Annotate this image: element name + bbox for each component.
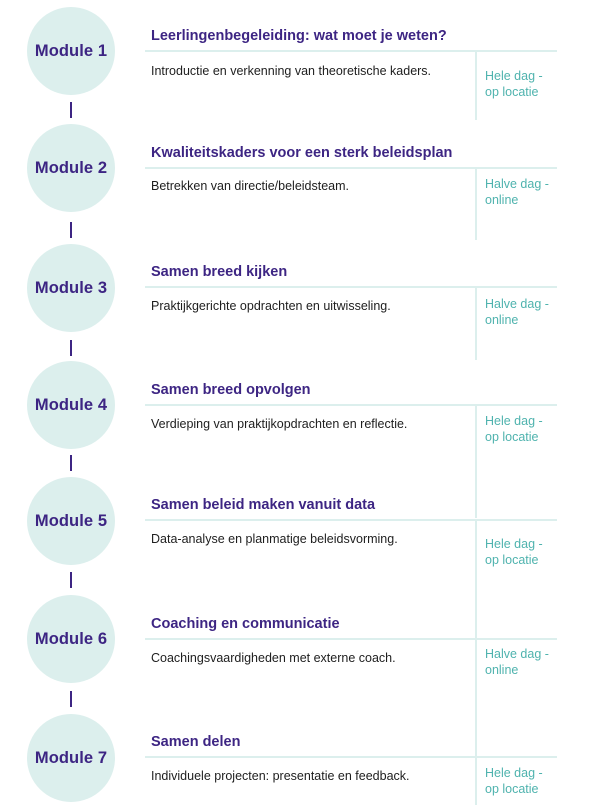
column-divider bbox=[475, 406, 477, 518]
module-description: Betrekken van directie/beleidsteam. bbox=[151, 179, 350, 193]
module-format: Hele dag - op locatie bbox=[485, 68, 555, 100]
module-label: Module 2 bbox=[34, 158, 108, 177]
module-description: Data-analyse en planmatige beleidsvormin… bbox=[151, 532, 398, 546]
module-title: Kwaliteitskaders voor een sterk beleidsp… bbox=[151, 145, 453, 161]
divider bbox=[145, 167, 557, 169]
module-badge: Module 1 bbox=[27, 7, 115, 95]
format-line: online bbox=[485, 663, 519, 677]
module-format: Halve dag - online bbox=[485, 176, 555, 208]
module-label: Module 4 bbox=[34, 395, 108, 414]
timeline-connector bbox=[70, 222, 72, 238]
module-format: Hele dag - op locatie bbox=[485, 765, 555, 797]
timeline-connector bbox=[70, 340, 72, 356]
divider bbox=[145, 286, 557, 288]
format-line: Hele dag - bbox=[485, 414, 543, 428]
module-label: Module 6 bbox=[34, 629, 108, 648]
format-line: online bbox=[485, 313, 519, 327]
module-title: Samen beleid maken vanuit data bbox=[151, 497, 376, 513]
divider bbox=[145, 519, 557, 521]
module-label: Module 1 bbox=[34, 41, 108, 60]
divider bbox=[145, 638, 557, 640]
format-line: op locatie bbox=[485, 782, 539, 796]
timeline-connector bbox=[70, 691, 72, 707]
format-line: online bbox=[485, 193, 519, 207]
timeline-connector bbox=[70, 455, 72, 471]
divider bbox=[145, 50, 557, 52]
format-line: Hele dag - bbox=[485, 537, 543, 551]
module-format: Halve dag - online bbox=[485, 296, 555, 328]
format-line: Halve dag - bbox=[485, 647, 549, 661]
module-description: Individuele projecten: presentatie en fe… bbox=[151, 769, 410, 783]
format-line: op locatie bbox=[485, 553, 539, 567]
timeline-connector bbox=[70, 572, 72, 588]
module-description: Verdieping van praktijkopdrachten en ref… bbox=[151, 417, 408, 431]
column-divider bbox=[475, 521, 477, 638]
module-badge: Module 7 bbox=[27, 714, 115, 802]
module-description: Coachingsvaardigheden met externe coach. bbox=[151, 651, 396, 665]
format-line: Hele dag - bbox=[485, 766, 543, 780]
module-title: Leerlingenbegeleiding: wat moet je weten… bbox=[151, 28, 447, 44]
module-format: Hele dag - op locatie bbox=[485, 413, 555, 445]
module-title: Samen breed opvolgen bbox=[151, 382, 311, 398]
module-title: Samen breed kijken bbox=[151, 264, 288, 280]
format-line: op locatie bbox=[485, 430, 539, 444]
module-badge: Module 3 bbox=[27, 244, 115, 332]
column-divider bbox=[475, 758, 477, 805]
divider bbox=[145, 756, 557, 758]
module-description: Introductie en verkenning van theoretisc… bbox=[151, 64, 432, 78]
module-description: Praktijkgerichte opdrachten en uitwissel… bbox=[151, 299, 391, 313]
module-badge: Module 4 bbox=[27, 361, 115, 449]
format-line: Halve dag - bbox=[485, 297, 549, 311]
module-title: Coaching en communicatie bbox=[151, 616, 340, 632]
format-line: op locatie bbox=[485, 85, 539, 99]
format-line: Halve dag - bbox=[485, 177, 549, 191]
module-label: Module 7 bbox=[34, 748, 108, 767]
column-divider bbox=[475, 169, 477, 240]
column-divider bbox=[475, 288, 477, 360]
module-label: Module 3 bbox=[34, 278, 108, 297]
module-format: Halve dag - online bbox=[485, 646, 555, 678]
module-badge: Module 6 bbox=[27, 595, 115, 683]
column-divider bbox=[475, 640, 477, 756]
column-divider bbox=[475, 52, 477, 120]
timeline-connector bbox=[70, 102, 72, 118]
module-badge: Module 2 bbox=[27, 124, 115, 212]
module-badge: Module 5 bbox=[27, 477, 115, 565]
module-label: Module 5 bbox=[34, 511, 108, 530]
module-title: Samen delen bbox=[151, 734, 241, 750]
format-line: Hele dag - bbox=[485, 69, 543, 83]
module-format: Hele dag - op locatie bbox=[485, 536, 555, 568]
divider bbox=[145, 404, 557, 406]
